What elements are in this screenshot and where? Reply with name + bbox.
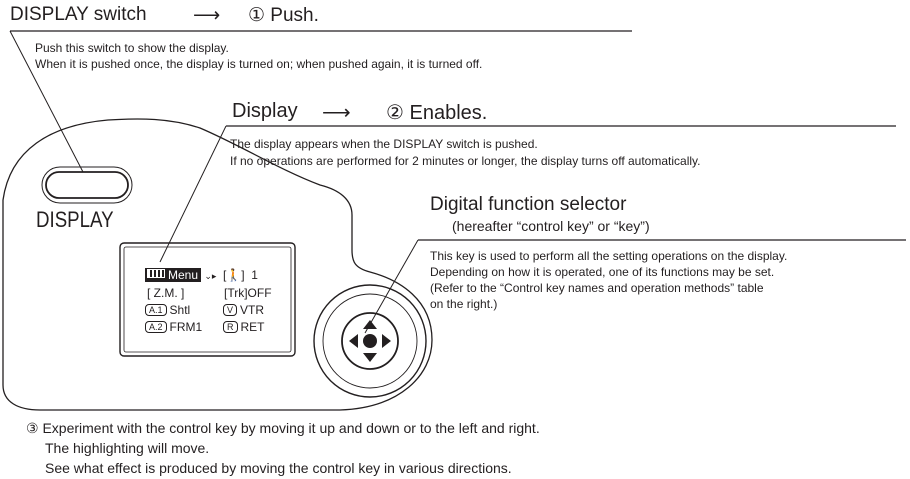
selector-desc-line4: on the right.) (430, 297, 498, 311)
display-switch-label: DISPLAY (36, 207, 114, 232)
lcd-screen-frame (119, 242, 296, 357)
lcd-trk: [Trk]OFF (224, 286, 272, 300)
lcd-screen-inner (123, 246, 292, 353)
lcd-zm: [ Z.M. ] (147, 286, 185, 300)
lcd-menu-item[interactable]: Menu ⌄▸ (145, 267, 216, 284)
device-outline (2, 118, 433, 411)
r-label: RET (240, 320, 265, 334)
menu-arrow-icon: ⌄▸ (204, 271, 217, 281)
step3-line2: The highlighting will move. (45, 440, 210, 456)
control-key-button[interactable] (341, 312, 399, 370)
v-tag: V (223, 304, 238, 316)
control-key-outer-ring (313, 284, 427, 398)
step2-arrow-icon: ⟶ (322, 102, 351, 124)
selector-title: Digital function selector (430, 194, 627, 215)
control-key-up-arrow-icon (363, 320, 377, 329)
step1-title: DISPLAY switch (10, 4, 147, 25)
display-leader (159, 125, 227, 263)
menu-icon (147, 269, 165, 278)
v-label: VTR (240, 303, 265, 317)
control-key-right-arrow-icon (382, 334, 391, 348)
selector-leader (364, 239, 419, 334)
a2-label: FRM1 (169, 320, 203, 334)
display-switch-bezel (41, 166, 133, 204)
display-switch-button[interactable] (45, 171, 129, 199)
walker-icon: [🚶] (223, 268, 245, 282)
step3-line3: See what effect is produced by moving th… (45, 460, 512, 476)
control-key-mid-ring (322, 293, 418, 389)
step2-desc-line1: The display appears when the DISPLAY swi… (230, 137, 538, 151)
step1-desc-line1: Push this switch to show the display. (35, 41, 229, 55)
selector-desc-line1: This key is used to perform all the sett… (430, 249, 788, 263)
step1-action: ① Push. (248, 5, 319, 26)
step3-line1: ③ Experiment with the control key by mov… (26, 420, 540, 436)
control-key-left-arrow-icon (349, 334, 358, 348)
step2-action: ② Enables. (386, 102, 488, 124)
step1-arrow-icon: ⟶ (193, 5, 221, 26)
selector-desc-line2: Depending on how it is operated, one of … (430, 265, 775, 279)
display-switch-leader (9, 30, 84, 173)
lcd-menu-label: Menu (168, 268, 199, 282)
control-key-center-dot (363, 334, 377, 348)
step2-title: Display (232, 100, 298, 122)
a2-tag: A.2 (145, 321, 167, 333)
control-key-down-arrow-icon (363, 353, 377, 362)
step1-desc-line2: When it is pushed once, the display is t… (35, 57, 483, 71)
walker-value: 1 (251, 268, 258, 282)
a1-tag: A.1 (145, 304, 167, 316)
selector-subtitle: (hereafter “control key” or “key”) (452, 218, 650, 234)
step2-desc-line2: If no operations are performed for 2 min… (230, 154, 701, 168)
selector-desc-line3: (Refer to the “Control key names and ope… (430, 281, 764, 295)
a1-label: Shtl (169, 303, 191, 317)
lcd-walker: [🚶] 1 (223, 267, 258, 283)
r-tag: R (223, 321, 238, 333)
